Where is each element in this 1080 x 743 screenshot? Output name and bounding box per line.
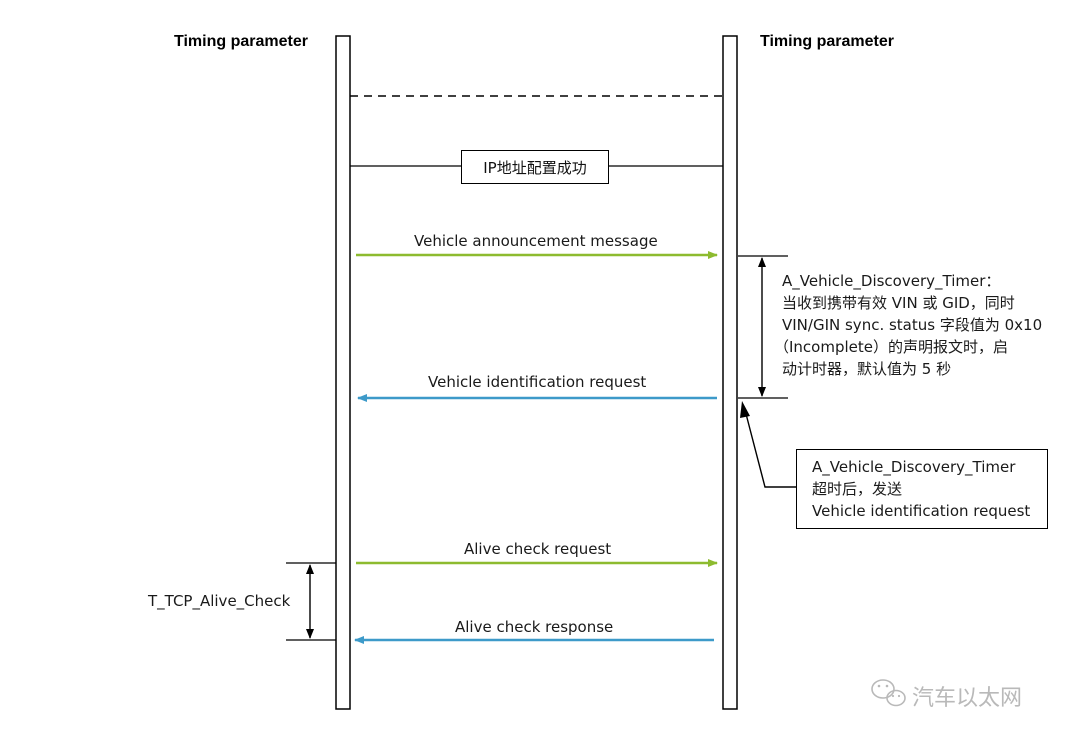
timeout-pointer-arrowhead (740, 401, 750, 418)
timeout-note-box: A_Vehicle_Discovery_Timer 超时后，发送 Vehicle… (796, 449, 1048, 529)
timeout-note-line: 超时后，发送 (812, 480, 903, 498)
timeout-note-line: Vehicle identification request (812, 502, 1031, 520)
left-lifeline (335, 35, 351, 710)
left-lifeline-label: Timing parameter (174, 33, 308, 50)
discovery-timer-note-line: （Incomplete）的声明报文时，启 (774, 338, 1008, 356)
alive-check-timer-label: T_TCP_Alive_Check (148, 592, 291, 610)
watermark-text: 汽车以太网 (912, 686, 1023, 711)
discovery-timer-note-line: 当收到携带有效 VIN 或 GID，同时 (782, 294, 1015, 312)
right-lifeline (722, 35, 738, 710)
discovery-timer-note-line: A_Vehicle_Discovery_Timer： (782, 272, 1001, 290)
msg-vehicle-announcement-label: Vehicle announcement message (414, 232, 658, 250)
discovery-timer-note-line: 动计时器，默认值为 5 秒 (782, 360, 952, 378)
discovery-timer-note: A_Vehicle_Discovery_Timer： 当收到携带有效 VIN 或… (774, 270, 1043, 380)
msg-alive-check-request-label: Alive check request (464, 540, 612, 558)
wechat-icon (871, 679, 906, 707)
timeout-note-line: A_Vehicle_Discovery_Timer (812, 458, 1016, 476)
right-lifeline-label: Timing parameter (760, 33, 894, 50)
ip-config-label: IP地址配置成功 (483, 158, 587, 177)
ip-config-box: IP地址配置成功 (461, 150, 609, 184)
timeout-pointer-line (744, 409, 796, 488)
msg-alive-check-response-label: Alive check response (455, 618, 614, 636)
discovery-timer-note-line: VIN/GIN sync. status 字段值为 0x10 (782, 316, 1043, 334)
msg-vehicle-identification-label: Vehicle identification request (428, 373, 647, 391)
